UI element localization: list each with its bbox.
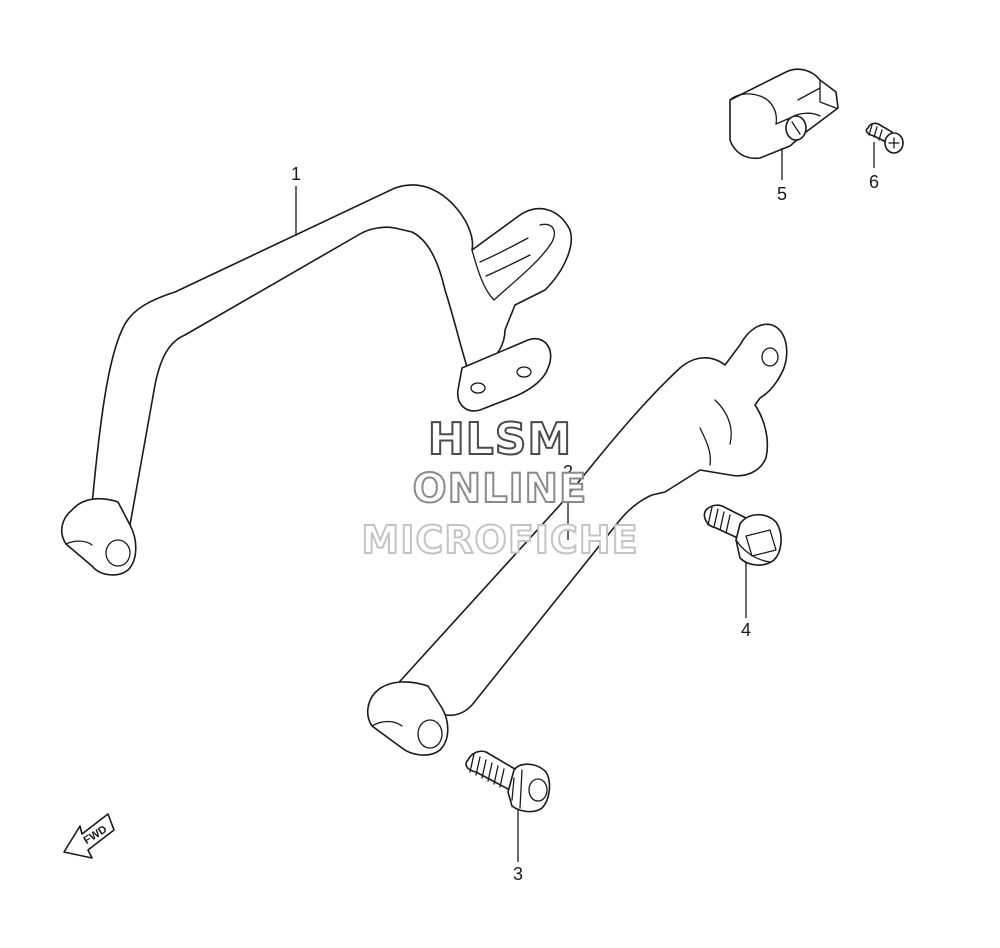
- callout-6: 6: [869, 172, 879, 192]
- part-2-bracket: [366, 323, 788, 756]
- part-6-screw: [865, 122, 904, 154]
- part-4-bolt: [703, 504, 782, 566]
- part-5-cushion: [729, 68, 839, 160]
- callout-4: 4: [741, 620, 751, 640]
- callout-5: 5: [777, 184, 787, 204]
- callout-3: 3: [513, 864, 523, 884]
- callout-2: 2: [563, 462, 573, 482]
- part-1-bracket: [60, 184, 572, 576]
- callout-1: 1: [291, 164, 301, 184]
- fwd-arrow-icon: FWD: [63, 813, 115, 859]
- leader-lines: [295, 142, 875, 862]
- part-3-screw: [465, 750, 551, 813]
